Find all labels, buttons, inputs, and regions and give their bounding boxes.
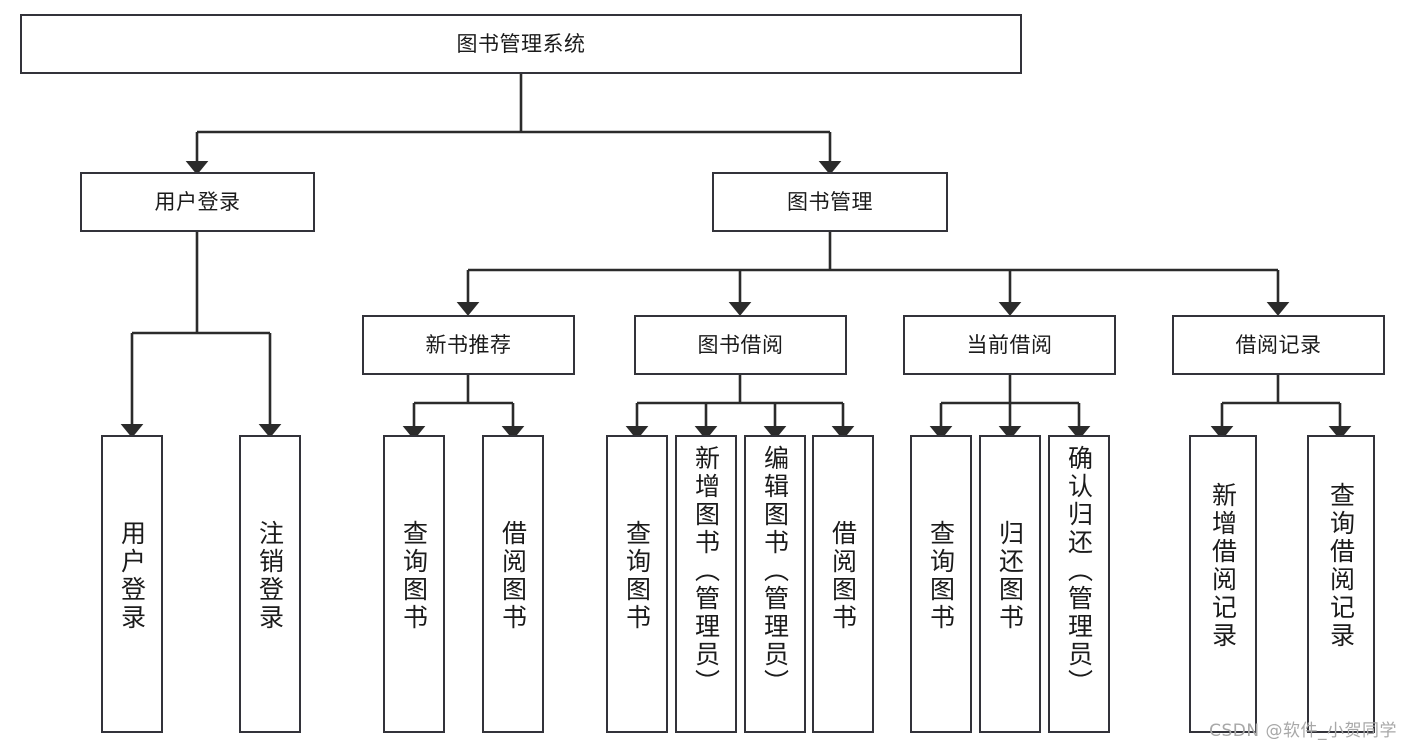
leaf-edit-book-admin[interactable]: 编辑图书（管理员）	[744, 435, 806, 733]
node-label: 图书管理	[787, 189, 873, 214]
node-label: 归还图书	[995, 520, 1025, 632]
node-label: 用户登录	[154, 189, 241, 214]
watermark: CSDN @软件_小贺同学	[1209, 721, 1397, 741]
leaf-return-book[interactable]: 归还图书	[979, 435, 1041, 733]
node-new-book-recommend[interactable]: 新书推荐	[362, 315, 575, 375]
leaf-borrow-book-borrow[interactable]: 借阅图书	[812, 435, 874, 733]
leaf-query-borrow-record[interactable]: 查询借阅记录	[1307, 435, 1375, 733]
node-label: 编辑图书（管理员）	[760, 445, 790, 697]
leaf-query-book-borrow[interactable]: 查询图书	[606, 435, 668, 733]
node-label: 查询图书	[622, 520, 652, 632]
leaf-query-book-recommend[interactable]: 查询图书	[383, 435, 445, 733]
leaf-query-book-current[interactable]: 查询图书	[910, 435, 972, 733]
node-label: 新书推荐	[425, 332, 512, 357]
node-label: 借阅记录	[1235, 332, 1322, 357]
leaf-borrow-book-recommend[interactable]: 借阅图书	[482, 435, 544, 733]
leaf-user-logout[interactable]: 注销登录	[239, 435, 301, 733]
node-root-book-management-system[interactable]: 图书管理系统	[20, 14, 1022, 74]
node-label: 确认归还（管理员）	[1064, 445, 1094, 697]
node-label: 注销登录	[255, 520, 285, 632]
node-user-login[interactable]: 用户登录	[80, 172, 315, 232]
node-label: 图书借阅	[697, 332, 784, 357]
node-book-management[interactable]: 图书管理	[712, 172, 948, 232]
node-label: 查询图书	[926, 520, 956, 632]
leaf-add-borrow-record[interactable]: 新增借阅记录	[1189, 435, 1257, 733]
leaf-confirm-return-admin[interactable]: 确认归还（管理员）	[1048, 435, 1110, 733]
node-label: 用户登录	[117, 520, 147, 632]
node-current-borrow[interactable]: 当前借阅	[903, 315, 1116, 375]
leaf-add-book-admin[interactable]: 新增图书（管理员）	[675, 435, 737, 733]
node-label: 借阅图书	[828, 520, 858, 632]
node-label: 查询借阅记录	[1326, 482, 1356, 650]
node-label: 新增借阅记录	[1208, 482, 1238, 650]
node-book-borrow[interactable]: 图书借阅	[634, 315, 847, 375]
node-label: 查询图书	[399, 520, 429, 632]
node-label: 图书管理系统	[456, 31, 586, 56]
node-label: 当前借阅	[966, 332, 1053, 357]
node-borrow-record[interactable]: 借阅记录	[1172, 315, 1385, 375]
node-label: 新增图书（管理员）	[691, 445, 721, 697]
node-label: 借阅图书	[498, 520, 528, 632]
leaf-user-login[interactable]: 用户登录	[101, 435, 163, 733]
